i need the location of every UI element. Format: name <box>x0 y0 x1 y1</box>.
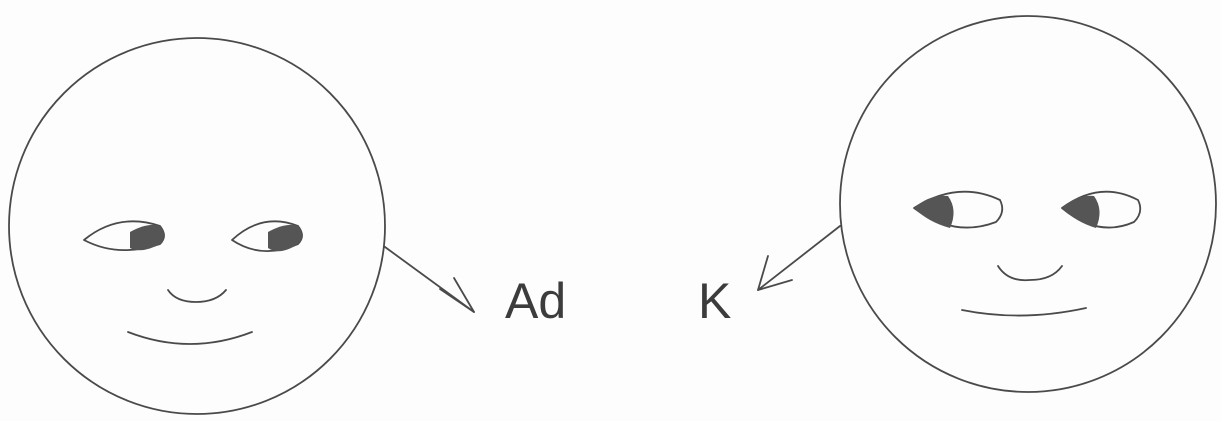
right-face <box>839 15 1217 393</box>
left-face-left-eye <box>83 220 165 252</box>
right-face-right-eye <box>1061 190 1142 229</box>
right-face-mouth <box>961 307 1087 317</box>
arrow-to-ad <box>384 246 475 313</box>
right-face-left-eye <box>913 190 1004 229</box>
left-face-right-eye <box>231 220 303 253</box>
right-face-nose <box>997 265 1063 282</box>
left-face-mouth <box>127 331 253 345</box>
label-ad: Ad <box>505 273 567 329</box>
label-k: K <box>698 273 732 329</box>
left-face <box>8 37 386 415</box>
left-face-nose <box>167 289 227 303</box>
left-face-outline <box>8 37 386 415</box>
right-face-outline <box>839 15 1217 393</box>
arrow-to-k <box>757 225 841 291</box>
